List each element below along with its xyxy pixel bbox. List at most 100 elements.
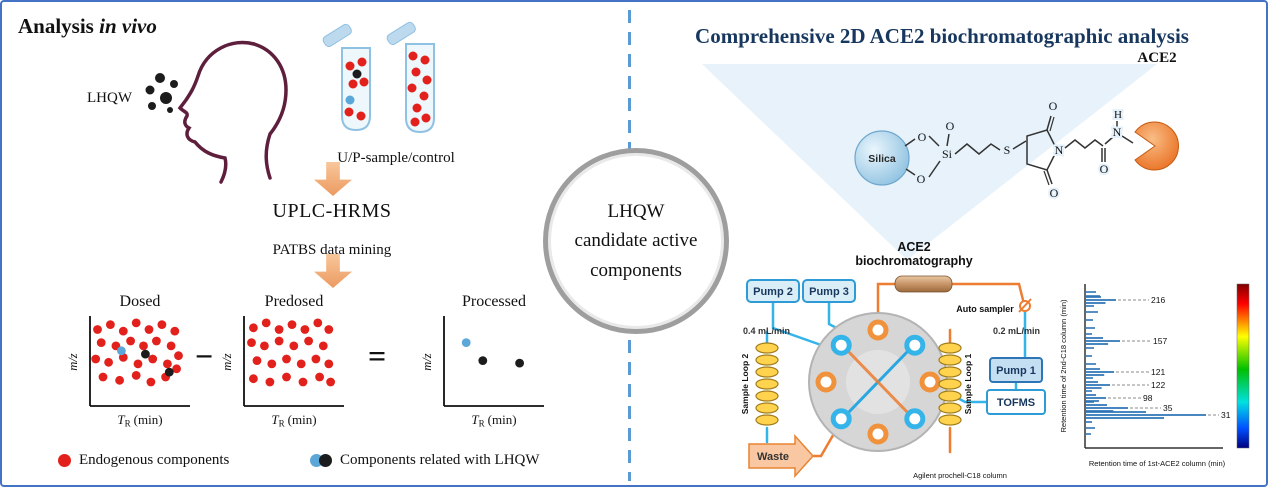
patbs-label: PATBS data mining	[272, 242, 392, 258]
sample-loop-2-label: Sample Loop 2	[740, 354, 750, 415]
pump3-box	[802, 279, 856, 303]
atom-o4: O	[1049, 99, 1058, 113]
projection-beam	[702, 64, 1157, 260]
legend-label: Components related with LHQW	[340, 452, 540, 468]
tofms-label: TOFMS	[997, 397, 1035, 409]
plot-title: Predosed	[265, 293, 324, 310]
atom-h: H	[1114, 109, 1122, 121]
atom-o3: O	[946, 119, 955, 133]
scatter-dot	[126, 336, 135, 346]
scatter-dot	[324, 359, 334, 369]
scatter-dot	[249, 323, 258, 333]
lhqw-label: LHQW	[87, 90, 133, 106]
atom-o5: O	[1050, 186, 1059, 200]
scatter-dot	[131, 371, 141, 380]
scatter-dot	[118, 353, 128, 362]
left-title-italic: in vivo	[99, 14, 157, 38]
scatter-dot	[300, 325, 310, 334]
scatter-dot	[267, 359, 277, 369]
scatter-dot	[98, 372, 108, 382]
peak-label: 157	[1153, 336, 1167, 346]
center-line-3: components	[590, 259, 682, 281]
scatter-dot	[315, 372, 324, 382]
ace2-column	[894, 275, 953, 293]
plot-dosed: Dosed m/z TR(min)	[66, 293, 190, 429]
left-panel-title: Analysis in vivo	[18, 14, 157, 39]
scatter-dot	[304, 336, 313, 346]
scatter-dot	[146, 377, 156, 387]
head-silhouette-back	[252, 42, 288, 180]
minus-operator: −	[195, 338, 214, 374]
scatter-dot	[104, 357, 113, 367]
ace2-pacman	[1134, 121, 1179, 171]
legend-lhqw-related: Components related with LHQW	[310, 452, 540, 469]
red-dot-icon	[58, 454, 71, 467]
atom-s: S	[1004, 143, 1011, 157]
plot-processed: Processed m/z TR(min)	[420, 293, 544, 429]
scatter-dot	[298, 377, 308, 387]
bond-lines-2	[1064, 121, 1134, 162]
atom-n2: N	[1113, 125, 1122, 139]
c18-column-label: Agilent prochell-C18 column	[913, 471, 1007, 480]
y-axis-label: m/z	[420, 353, 434, 371]
valve-ports	[815, 319, 941, 445]
peak-label: 98	[1143, 393, 1153, 403]
dot-group	[461, 338, 524, 368]
scatter-dot	[166, 341, 176, 351]
autosampler-label: Auto sampler	[956, 304, 1014, 314]
scatter-dot	[318, 341, 328, 351]
waste-arrow	[748, 434, 815, 478]
scatter-dot	[106, 320, 115, 329]
scatter-dot	[117, 346, 126, 356]
peak-label: 31	[1221, 410, 1231, 420]
scatter-dot	[133, 359, 143, 369]
pump3-label: Pump 3	[809, 286, 849, 298]
scatter-dot	[174, 351, 183, 361]
head-illustration: LHQW	[87, 40, 288, 184]
scatter-dot	[313, 318, 323, 328]
scatter-dot	[260, 341, 269, 351]
scatter-dot	[93, 325, 102, 334]
scatter-dot	[461, 338, 471, 347]
scatter-dot	[131, 318, 141, 328]
rate2-label: 0.2 mL/min	[993, 326, 1040, 336]
scatter-dot	[249, 374, 258, 384]
biochrom-line-2: biochromatography	[855, 254, 973, 269]
x-axis-label: TR(min)	[471, 412, 516, 429]
tube-cap-right	[386, 21, 416, 46]
ace2-biochromatography-label: ACE2 biochromatography	[850, 240, 978, 269]
chrom-x-label: Retention time of 1st-ACE2 column (min)	[1089, 459, 1226, 468]
silica-label: Silica	[868, 153, 896, 165]
injector-needle	[1018, 298, 1032, 313]
scatter-dot	[515, 358, 524, 368]
tofms-box	[986, 389, 1046, 415]
plot-title: Processed	[462, 293, 526, 310]
scatter-dot	[157, 320, 167, 329]
peak-label: 35	[1163, 403, 1173, 413]
test-tubes	[322, 21, 435, 134]
biochrom-line-1: ACE2	[897, 240, 931, 254]
scatter-dot	[274, 336, 284, 346]
succinimide-ring	[1026, 129, 1058, 171]
down-arrow-2	[314, 254, 352, 288]
plot-predosed: Predosed m/z TR(min)	[220, 293, 344, 429]
dot-group	[91, 318, 183, 387]
flow-diagram: Pump 2 Pump 3 Auto sampler 0.4 mL/min 0.…	[740, 275, 1046, 480]
tube-right-dots	[407, 51, 432, 127]
black-dot-icon	[319, 454, 332, 467]
x-axis-label: TR(min)	[271, 412, 316, 429]
atom-o1: O	[918, 130, 927, 144]
atom-o6: O	[1100, 162, 1109, 176]
atom-si: Si	[942, 147, 953, 161]
sample-label: U/P-sample/control	[337, 150, 455, 166]
scatter-dot	[152, 336, 161, 346]
scatter-dot	[326, 377, 335, 387]
center-line-1: LHQW	[607, 200, 665, 222]
peak-label: 216	[1151, 295, 1165, 305]
pump1-label: Pump 1	[996, 365, 1036, 377]
tube-left-dots	[344, 57, 369, 121]
uplc-hrms-label: UPLC-HRMS	[272, 200, 392, 222]
scatter-dot	[170, 326, 180, 336]
atom-o2: O	[917, 172, 926, 186]
